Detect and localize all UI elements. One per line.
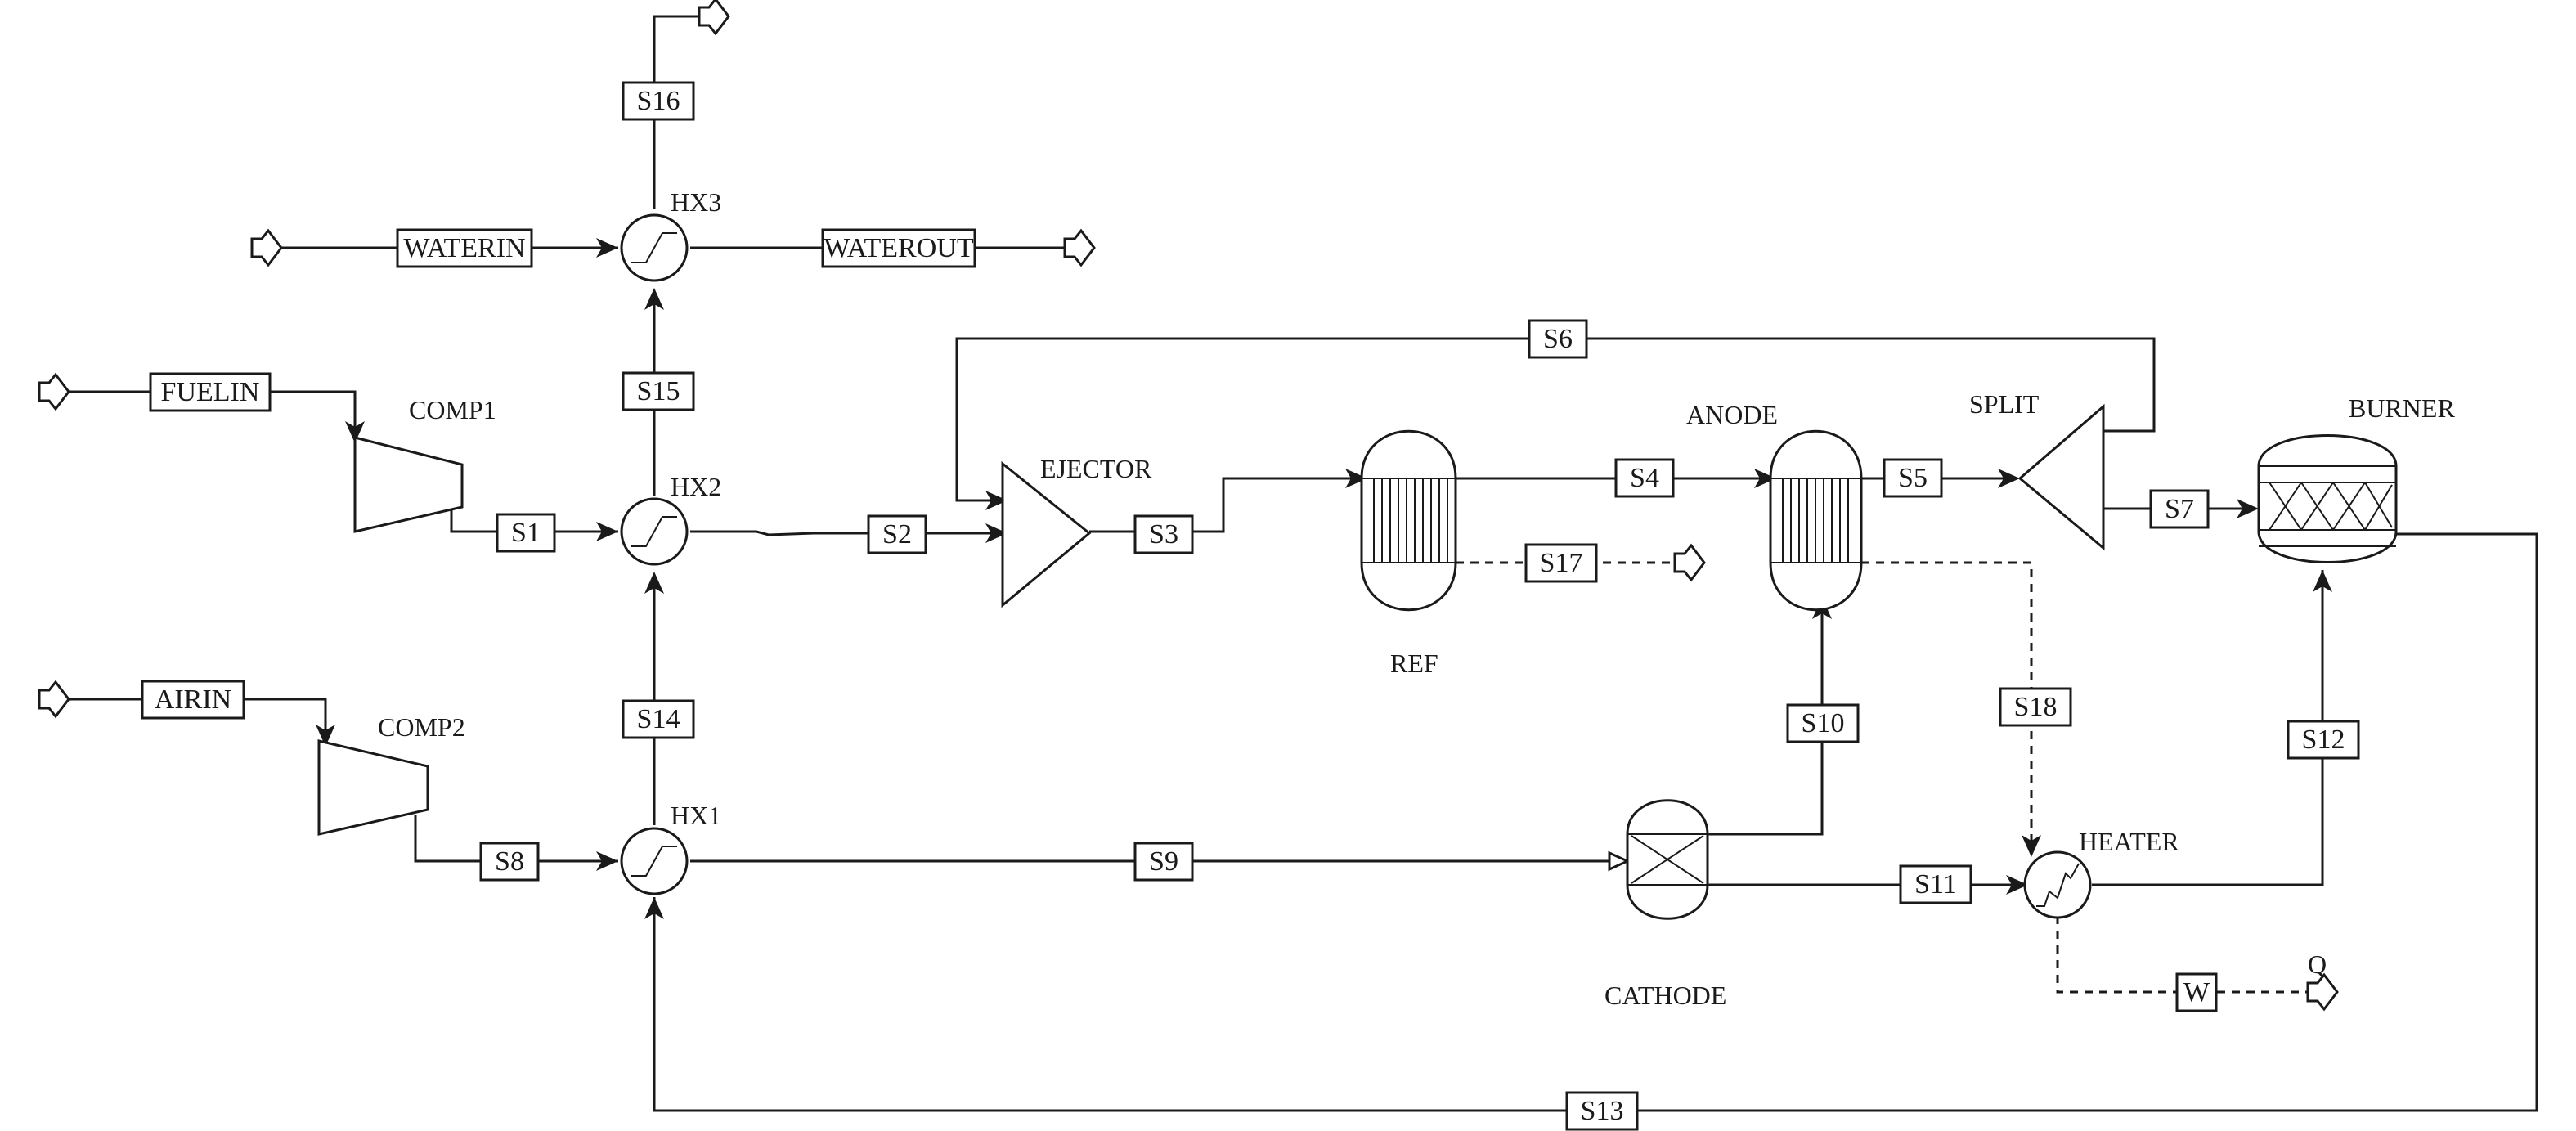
label-hx1: HX1 [671,801,721,830]
stream-s18: S18 [1999,687,2072,727]
svg-text:S13: S13 [1581,1096,1624,1126]
svg-text:S1: S1 [511,518,541,548]
waterin-feed-arrow-icon [250,228,283,267]
stream-waterin: WATERIN [396,228,533,268]
stream-s12: S12 [2287,720,2360,760]
heat-exchanger-hx2 [620,497,689,566]
waterout-product-arrow-icon [1063,228,1096,267]
stream-s5: S5 [1883,458,1943,498]
signal-lines [1456,561,2308,994]
stream-fuelin: FUELIN [149,372,272,412]
stream-s4: S4 [1614,458,1675,498]
svg-text:S14: S14 [637,704,680,734]
svg-text:W: W [2183,977,2210,1008]
stream-s13: S13 [1565,1091,1639,1131]
compressor-comp2 [317,739,429,836]
stream-s17: S17 [1524,543,1598,583]
burner-reactor [2257,434,2398,563]
stream-lines [52,15,2538,1112]
s17-product-arrow-icon [1673,543,1706,582]
stream-labels: FUELIN AIRIN WATERIN WATEROUT S1 S2 S3 [141,81,2360,1131]
stream-s2: S2 [867,514,927,554]
stream-s15: S15 [622,371,695,411]
label-anode: ANODE [1686,400,1778,429]
svg-text:S3: S3 [1149,519,1178,550]
reformer-ref [1360,429,1457,612]
svg-text:AIRIN: AIRIN [155,684,231,715]
equipment-labels: COMP1 COMP2 HX3 HX2 HX1 EJECTOR REF ANOD… [378,187,2455,1010]
stream-waterout: WATEROUT [821,228,976,268]
label-ref: REF [1390,649,1438,678]
svg-text:S12: S12 [2302,725,2345,755]
anode-reactor [1769,429,1863,612]
svg-text:S15: S15 [637,376,680,406]
svg-text:S9: S9 [1149,846,1178,877]
ejector [1001,460,1092,608]
svg-text:S6: S6 [1543,324,1573,354]
label-hx3: HX3 [671,187,721,217]
heater [2023,850,2092,919]
airin-feed-arrow-icon [38,680,70,719]
label-ejector: EJECTOR [1040,454,1152,483]
svg-text:S2: S2 [882,519,912,550]
stream-s1: S1 [496,513,556,553]
svg-text:S8: S8 [495,846,524,877]
heat-exchanger-hx1 [620,827,689,895]
stream-s14: S14 [622,699,695,739]
svg-text:WATERIN: WATERIN [403,233,525,263]
feed-product-arrows [38,0,2339,1012]
svg-text:S16: S16 [637,86,680,116]
svg-text:S17: S17 [1540,548,1583,578]
stream-s6: S6 [1528,319,1588,359]
stream-s3: S3 [1133,514,1194,554]
label-burner: BURNER [2349,393,2455,423]
stream-airin: AIRIN [141,680,245,720]
svg-text:S5: S5 [1898,463,1928,493]
compressor-comp1 [353,436,464,533]
label-comp1: COMP1 [409,395,496,424]
label-comp2: COMP2 [378,712,465,742]
heat-exchanger-hx3 [620,213,689,282]
svg-text:S11: S11 [1914,869,1957,900]
splitter-split [2017,403,2105,551]
fuelin-feed-arrow-icon [38,372,70,411]
svg-text:S10: S10 [1802,708,1845,738]
svg-text:S7: S7 [2165,494,2194,524]
stream-s9: S9 [1133,842,1194,882]
stream-s8: S8 [479,842,540,882]
svg-text:S4: S4 [1630,463,1659,493]
stream-s10: S10 [1786,703,1860,743]
label-q: Q [2308,949,2327,979]
label-hx2: HX2 [671,472,721,501]
label-split: SPLIT [1969,389,2040,419]
svg-text:S18: S18 [2014,692,2058,722]
svg-text:WATEROUT: WATEROUT [824,233,973,263]
label-heater: HEATER [2079,827,2179,856]
stream-s7: S7 [2149,489,2210,529]
cathode-reactor [1626,799,1709,920]
s16-product-arrow-icon [698,0,730,36]
label-cathode: CATHODE [1604,981,1726,1010]
stream-w: W [2175,972,2218,1012]
q-product-arrow-icon [2306,972,2339,1012]
arrowheads [316,238,2332,919]
stream-s16: S16 [622,81,695,121]
stream-s11: S11 [1899,864,1972,904]
svg-text:FUELIN: FUELIN [161,377,260,407]
